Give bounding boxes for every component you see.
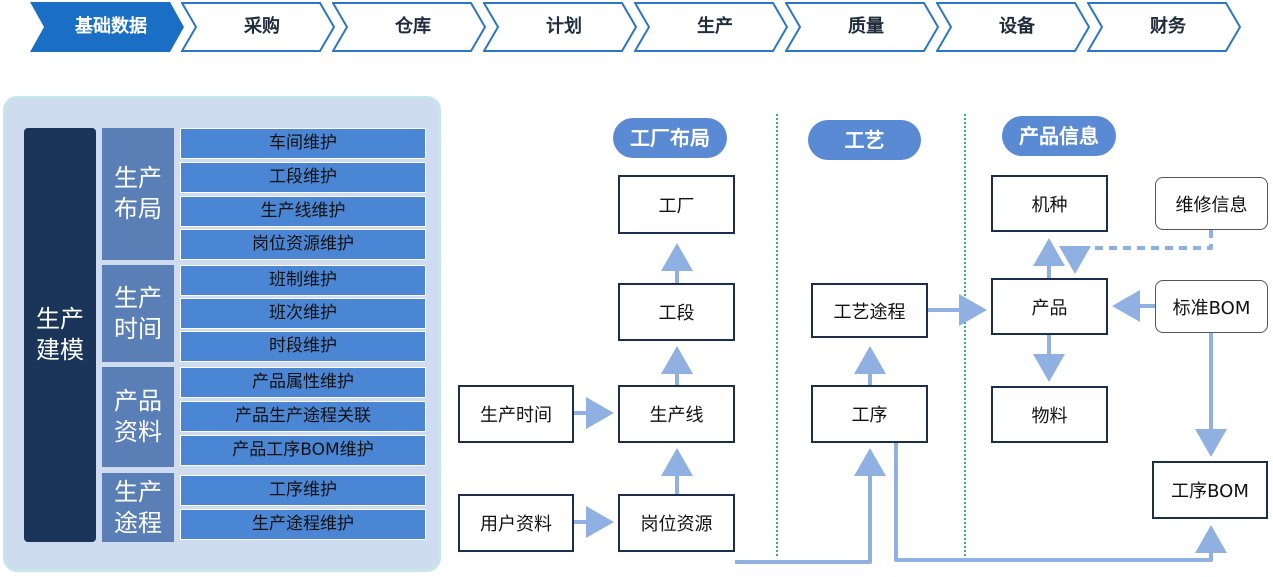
nav-step-warehouse[interactable]: 仓库: [332, 2, 488, 52]
nav-step-quality[interactable]: 质量: [785, 2, 941, 52]
process-nav: 基础数据 采购 仓库 计划 生产 质量 设备 财务: [0, 0, 1273, 56]
subcategory-label: 产品资料: [114, 387, 162, 446]
nav-step-label: 计划: [546, 16, 582, 37]
subcategory-label: 生产时间: [114, 283, 162, 343]
menu-item-workshop[interactable]: 车间维护: [180, 128, 426, 159]
category-production-modeling: 生产建模: [24, 128, 96, 542]
section-title-factory-layout: 工厂布局: [613, 118, 727, 158]
menu-item-shift[interactable]: 班次维护: [180, 298, 426, 329]
nav-step-label: 仓库: [395, 16, 431, 37]
node-operation[interactable]: 工序: [811, 385, 928, 443]
subcategory-production-route: 生产途程: [102, 473, 174, 542]
subcategory-product-data: 产品资料: [102, 367, 174, 467]
menu-item-product-attributes[interactable]: 产品属性维护: [180, 367, 426, 398]
arrow-repair-to-product: [1059, 230, 1213, 274]
category-label: 生产建模: [36, 305, 84, 364]
nav-step-label: 质量: [848, 16, 884, 37]
nav-step-label: 采购: [244, 16, 280, 37]
menu-item-product-operation-bom[interactable]: 产品工序BOM维护: [180, 435, 426, 466]
nav-step-purchase[interactable]: 采购: [181, 2, 337, 52]
node-factory[interactable]: 工厂: [618, 175, 735, 234]
node-station-resource[interactable]: 岗位资源: [618, 494, 735, 552]
section-title-process: 工艺: [808, 120, 921, 160]
nav-step-production[interactable]: 生产: [634, 2, 790, 52]
nav-step-label: 基础数据: [75, 16, 147, 37]
arrow-station-to-operation: [735, 448, 886, 564]
nav-step-equipment[interactable]: 设备: [936, 2, 1092, 52]
nav-step-finance[interactable]: 财务: [1087, 2, 1243, 52]
nav-step-shape: [332, 2, 487, 52]
node-production-time[interactable]: 生产时间: [458, 385, 574, 443]
nav-step-shape: [483, 2, 638, 52]
node-user-profile[interactable]: 用户资料: [458, 494, 574, 552]
nav-step-label: 生产: [697, 16, 733, 37]
nav-step-shape: [1087, 2, 1242, 52]
menu-item-shift-system[interactable]: 班制维护: [180, 265, 426, 296]
nav-step-label: 财务: [1150, 16, 1186, 37]
menu-item-product-route-link[interactable]: 产品生产途程关联: [180, 401, 426, 432]
node-product[interactable]: 产品: [991, 278, 1108, 335]
subcategory-label: 生产布局: [114, 164, 162, 223]
nav-step-plan[interactable]: 计划: [483, 2, 639, 52]
node-standard-bom[interactable]: 标准BOM: [1155, 280, 1268, 333]
nav-step-shape: [181, 2, 336, 52]
nav-step-label: 设备: [999, 16, 1035, 37]
node-operation-bom[interactable]: 工序BOM: [1152, 461, 1268, 519]
nav-step-shape: [634, 2, 789, 52]
menu-item-station-resource[interactable]: 岗位资源维护: [180, 229, 426, 260]
nav-step-basic-data[interactable]: 基础数据: [30, 2, 186, 52]
nav-step-shape: [30, 2, 184, 52]
subcategory-production-time: 生产时间: [102, 265, 174, 362]
node-process-route[interactable]: 工艺途程: [811, 283, 928, 338]
section-divider: [776, 114, 778, 556]
nav-step-shape: [936, 2, 1091, 52]
node-machine-type[interactable]: 机种: [991, 175, 1108, 232]
subcategory-label: 生产途程: [114, 477, 162, 537]
section-title-product-info: 产品信息: [1002, 116, 1116, 156]
nav-step-shape: [785, 2, 940, 52]
menu-item-operation[interactable]: 工序维护: [180, 475, 426, 506]
section-divider: [964, 114, 966, 556]
node-workshop-section[interactable]: 工段: [618, 283, 735, 341]
menu-item-section[interactable]: 工段维护: [180, 162, 426, 193]
arrow-operation-to-operation-bom: [894, 442, 1227, 562]
menu-item-production-route[interactable]: 生产途程维护: [180, 509, 426, 540]
node-production-line[interactable]: 生产线: [618, 385, 735, 443]
menu-item-production-line[interactable]: 生产线维护: [180, 196, 426, 227]
node-material[interactable]: 物料: [991, 386, 1108, 443]
subcategory-production-layout: 生产布局: [102, 128, 174, 260]
menu-item-time-slot[interactable]: 时段维护: [180, 331, 426, 362]
node-repair-info[interactable]: 维修信息: [1155, 177, 1268, 230]
